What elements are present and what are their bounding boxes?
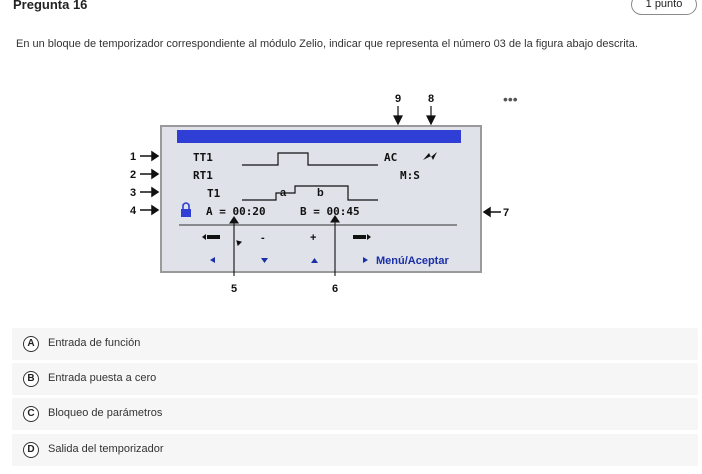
row4-a: A = 00:20 — [206, 205, 266, 218]
row2-right: M:S — [400, 169, 420, 182]
row1-label: TT1 — [193, 151, 213, 164]
callout-6: 6 — [332, 283, 338, 295]
option-text: Salida del temporizador — [48, 443, 164, 455]
option-text: Entrada puesta a cero — [48, 372, 157, 384]
waveform-row3 — [242, 185, 378, 201]
zelio-timer-figure: 1 2 3 4 9 8 7 TT1 AC RT1 — [120, 86, 520, 298]
up-triangle-icon — [311, 258, 318, 263]
option-text: Bloqueo de parámetros — [48, 407, 163, 419]
callout-9: 9 — [395, 93, 401, 105]
callout-7: 7 — [503, 207, 509, 219]
lock-icon — [181, 202, 191, 217]
left-arrows — [140, 150, 160, 216]
option-letter: D — [23, 442, 39, 458]
left-triangle-icon — [210, 257, 215, 263]
row4-b: B = 00:45 — [300, 205, 360, 218]
right-triangle-icon — [363, 257, 368, 263]
row2-label: RT1 — [193, 169, 213, 182]
callout-5: 5 — [231, 283, 237, 295]
question-title: Pregunta 16 — [13, 0, 88, 12]
option-b[interactable]: B Entrada puesta a cero — [12, 363, 698, 395]
option-d[interactable]: D Salida del temporizador — [12, 434, 698, 466]
nav-row — [202, 234, 371, 240]
header-bar — [177, 130, 461, 143]
right-icon — [367, 234, 371, 240]
right-arrow — [482, 206, 501, 218]
option-letter: B — [23, 371, 39, 387]
option-c[interactable]: C Bloqueo de parámetros — [12, 398, 698, 430]
callout-1: 1 — [130, 151, 136, 163]
question-text: En un bloque de temporizador correspondi… — [16, 38, 638, 50]
nav-plus: + — [310, 232, 316, 244]
waveform-row1 — [242, 152, 378, 166]
top-arrows — [393, 106, 436, 126]
row1-right: AC — [384, 151, 397, 164]
callout-3: 3 — [130, 187, 136, 199]
callout-6-pointer — [329, 215, 341, 276]
zelio-display-diagram: 1 2 3 4 9 8 7 TT1 AC RT1 — [130, 93, 509, 295]
left-icon — [202, 234, 206, 240]
row3-b: b — [317, 187, 324, 199]
row3-label: T1 — [207, 187, 221, 200]
down-triangle-icon — [261, 258, 268, 263]
menu-label: Menú/Aceptar — [376, 255, 449, 267]
signal-icon — [423, 152, 437, 160]
callout-4: 4 — [130, 205, 137, 217]
ellipsis-icon[interactable]: ••• — [503, 91, 518, 107]
screen-frame — [160, 125, 482, 273]
nav-minus: - — [261, 232, 265, 244]
points-badge: 1 punto — [631, 0, 697, 15]
callout-8: 8 — [428, 93, 434, 105]
option-a[interactable]: A Entrada de función — [12, 328, 698, 360]
option-letter: A — [23, 336, 39, 352]
option-letter: C — [23, 406, 39, 422]
callout-5-pointer — [228, 216, 243, 276]
option-text: Entrada de función — [48, 337, 141, 349]
callout-2: 2 — [130, 169, 136, 181]
button-row — [210, 257, 368, 263]
